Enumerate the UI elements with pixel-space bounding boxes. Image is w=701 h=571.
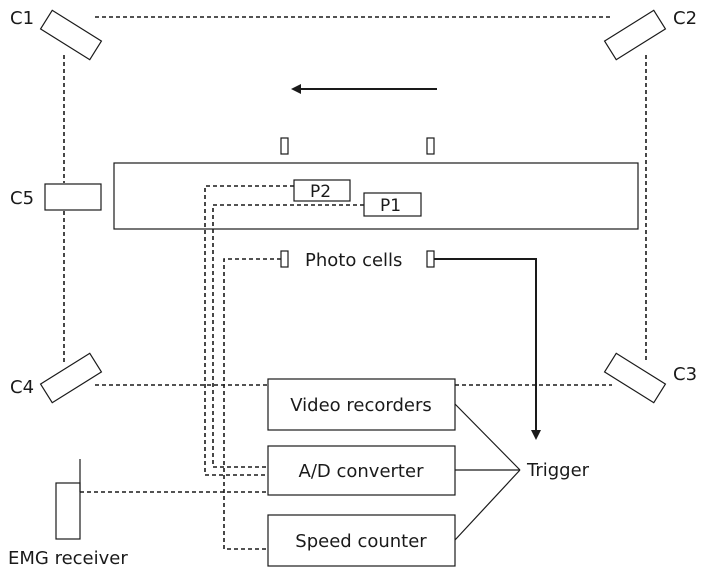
camera-label-c3: C3 [673, 364, 697, 385]
ad-converter-label: A/D converter [299, 461, 425, 482]
camera-label-c2: C2 [673, 8, 697, 29]
signal-cables [80, 185, 364, 550]
camera-c4 [39, 352, 103, 404]
camera-c2 [603, 9, 667, 61]
trigger-wire [434, 258, 541, 440]
camera-label-c5: C5 [10, 188, 34, 209]
photo-cell-top-left [280, 137, 289, 155]
force-plate-p2 [293, 179, 351, 202]
emg-receiver-label: EMG receiver [8, 548, 128, 569]
camera-perimeter [63, 16, 647, 386]
emg-receiver-box [55, 482, 81, 540]
speed-counter-box [267, 514, 456, 567]
trigger-label: Trigger [526, 460, 590, 481]
trigger-connections [454, 403, 521, 541]
ad-converter-box [267, 445, 456, 496]
force-plate-label-p1: P1 [380, 196, 401, 216]
camera-c5 [44, 183, 102, 211]
photo-cell-bottom-left [280, 250, 289, 268]
force-plate-label-p2: P2 [310, 182, 331, 202]
camera-c3 [603, 352, 667, 404]
photo-cell-top-right [426, 137, 435, 155]
photo-cell-bottom-right [426, 250, 435, 268]
photo-cells-label: Photo cells [305, 250, 402, 271]
camera-label-c1: C1 [10, 8, 34, 29]
camera-c1 [39, 9, 103, 61]
camera-label-c4: C4 [10, 377, 34, 398]
speed-counter-label: Speed counter [295, 531, 427, 552]
video-recorders-label: Video recorders [290, 395, 432, 416]
